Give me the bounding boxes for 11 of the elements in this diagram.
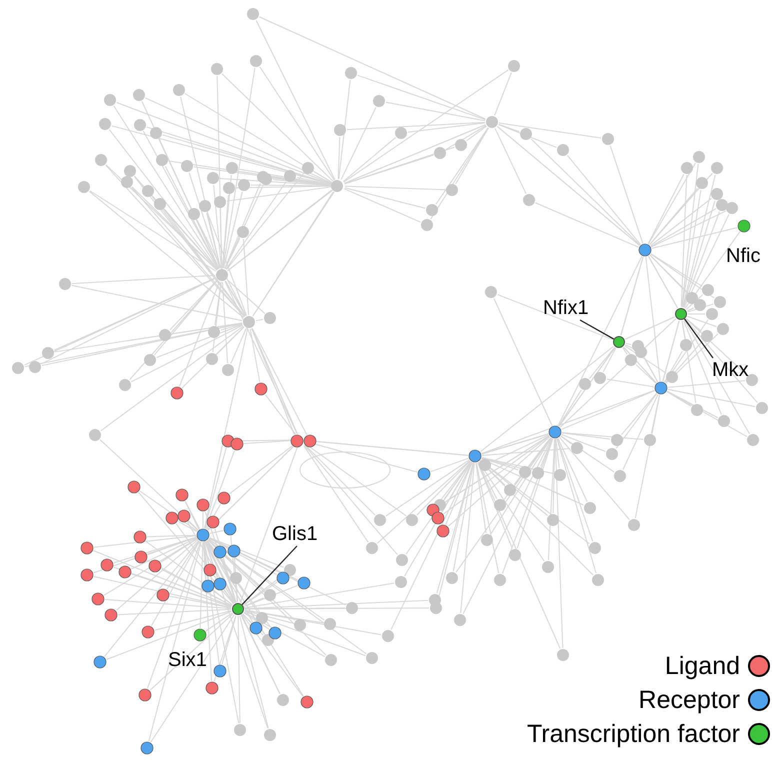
leader-line	[242, 546, 298, 606]
leader-line	[580, 319, 614, 340]
legend-text: Transcription factor	[526, 720, 740, 748]
leader-line	[684, 318, 714, 358]
gene-label: Nfix1	[543, 296, 589, 320]
legend-text: Receptor	[638, 686, 740, 714]
legend-text: Ligand	[664, 652, 740, 680]
gene-label: Glis1	[272, 522, 318, 546]
gene-label: Nfic	[726, 244, 760, 268]
gene-label: Mkx	[712, 358, 749, 382]
gene-label: Six1	[168, 648, 207, 672]
